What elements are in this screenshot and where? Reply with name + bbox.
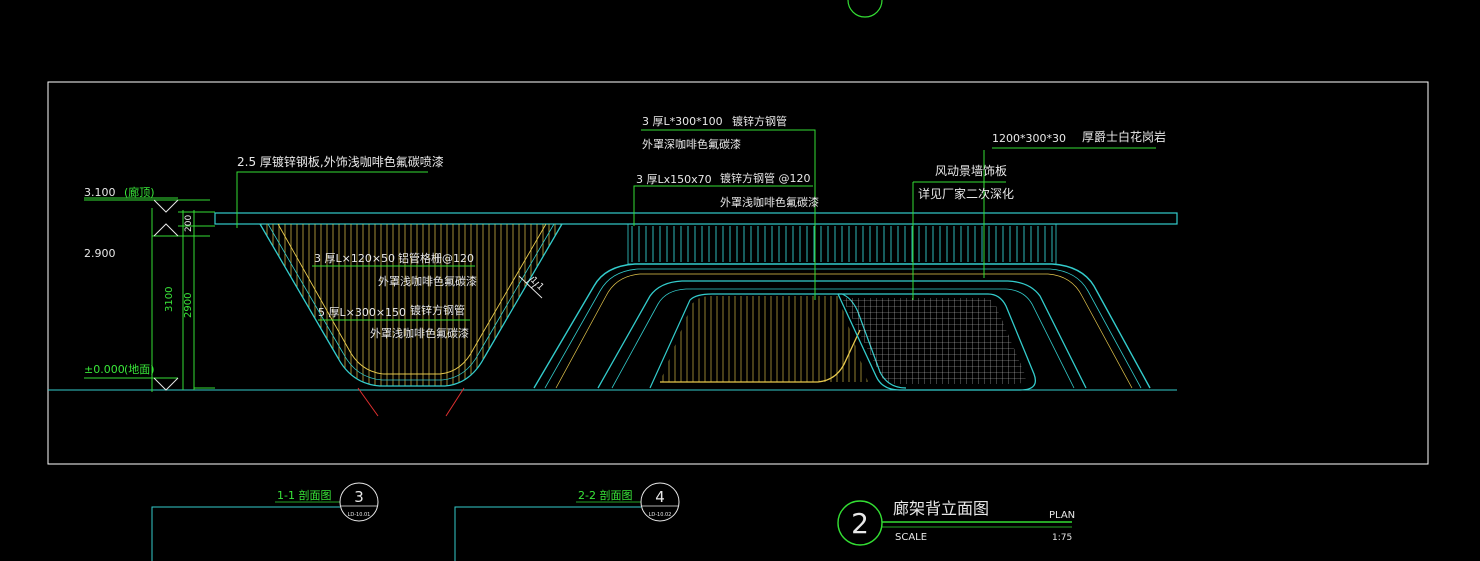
note-mid-pipe-finish: 外罩浅咖啡色氟碳漆 (720, 195, 819, 209)
title-scale-label: SCALE (895, 532, 927, 543)
section-2-ref: LD-10.02 (649, 512, 672, 518)
level-top-note: (廊顶) (124, 185, 155, 199)
level-ground: ±0.000 (84, 363, 125, 376)
note-pipe120-finish: 外罩浅咖啡色氟碳漆 (378, 274, 477, 288)
section-1-number: 3 (354, 488, 364, 506)
level-mid: 2.900 (84, 247, 116, 260)
roof-slab (214, 212, 1178, 225)
dim-3100: 3100 (164, 287, 175, 312)
note-top-pipe-finish: 外罩深咖啡色氟碳漆 (642, 137, 741, 151)
note-pipe300-name: 镀锌方钢管 (410, 303, 465, 317)
level-top: 3.100 (84, 186, 116, 199)
top-callout-circle (847, 0, 883, 18)
title-block: 2 廊架背立面图 PLAN SCALE 1:75 (837, 499, 1075, 546)
section-callout-2[interactable]: 2-2 剖面图 4 LD-10.02 (454, 482, 680, 561)
slat-band (627, 223, 1057, 265)
note-wind-panel: 风动景墙饰板 (935, 164, 1007, 178)
note-roof-plate: 2.5 厚镀锌钢板,外饰浅咖啡色氟碳喷漆 (237, 154, 444, 169)
title-number: 2 (851, 507, 869, 540)
note-pipe300-spec: 5 厚L×300×150 (318, 306, 406, 319)
title-plan: PLAN (1049, 510, 1075, 521)
right-bench-structure (533, 223, 1151, 391)
dim-200: 200 (184, 215, 194, 232)
note-stone-name: 厚爵士白花岗岩 (1082, 129, 1166, 144)
level-markers (84, 199, 179, 391)
note-wind-detail: 详见厂家二次深化 (918, 186, 1014, 201)
section-2-number: 4 (655, 488, 665, 506)
section-2-label: 2-2 剖面图 (578, 488, 632, 502)
section-callout-1[interactable]: 1-1 剖面图 3 LD-10.01 (151, 482, 379, 561)
note-mid-pipe-spec: 3 厚Lx150x70 (636, 173, 712, 186)
title-text: 廊架背立面图 (893, 499, 989, 518)
dim-2900: 2900 (183, 293, 194, 318)
note-top-pipe-spec: 3 厚L*300*100 (642, 115, 723, 128)
leader-lines (84, 129, 1156, 392)
title-scale-value: 1:75 (1052, 533, 1072, 543)
level-ground-note: (地面) (124, 363, 155, 376)
drawing-frame (47, 81, 1429, 465)
note-pipe120-spec: 3 厚L×120×50 (314, 252, 395, 265)
left-funnel (259, 223, 563, 417)
note-pipe300-finish: 外罩浅咖啡色氟碳漆 (370, 326, 469, 340)
note-mid-pipe-name: 镀锌方钢管 @120 (720, 171, 811, 185)
section-1-ref: LD-10.01 (348, 512, 371, 518)
note-pipe120-name: 铝管格栅@120 (398, 251, 474, 265)
note-stone-size: 1200*300*30 (992, 132, 1066, 145)
section-1-label: 1-1 剖面图 (277, 488, 331, 502)
note-top-pipe-name: 镀锌方钢管 (732, 114, 787, 128)
